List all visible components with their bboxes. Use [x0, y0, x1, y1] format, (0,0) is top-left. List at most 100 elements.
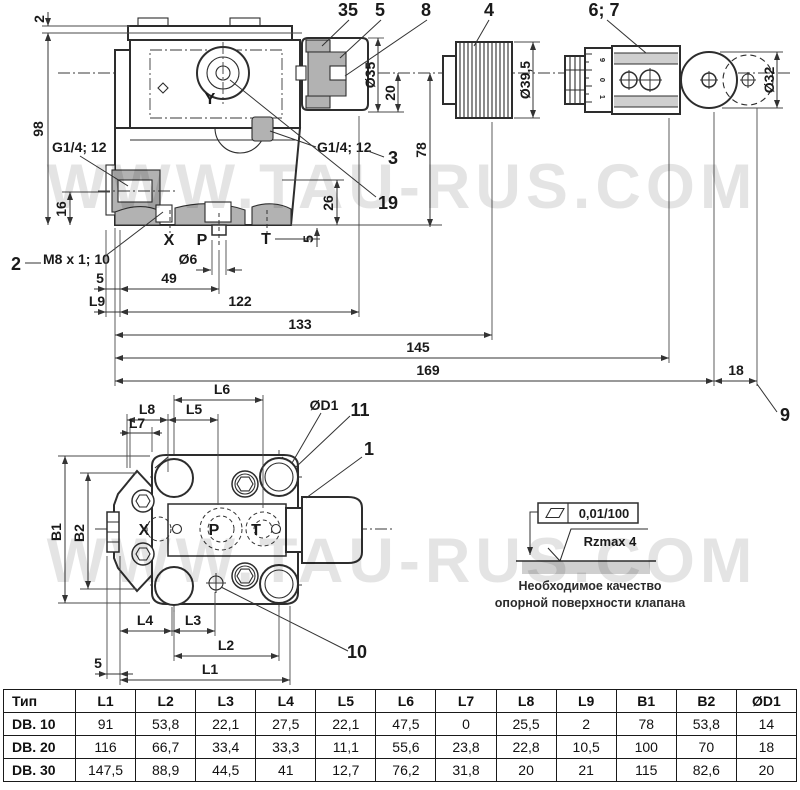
table-cell-type: DB. 10	[3, 712, 76, 736]
side-view-drawing: 9 0 1 2	[11, 0, 792, 425]
table-cell: 18	[735, 735, 798, 759]
dial-digit: 0	[598, 78, 607, 82]
item-callout-9: 9	[780, 405, 790, 425]
surface-note-caption-line2: опорной поверхности клапана	[495, 596, 686, 610]
dim-label-L9: L9	[89, 293, 106, 309]
dial-digit: 9	[598, 58, 607, 62]
table-cell: 47,5	[375, 712, 437, 736]
roughness-value: Rzmax 4	[584, 534, 638, 549]
table-cell: 116	[74, 735, 137, 759]
table-cell: 21	[555, 758, 617, 782]
port-label-t-top: T	[251, 522, 261, 539]
table-header-l9: L9	[555, 689, 617, 713]
port-label-y-side: Y	[205, 91, 216, 108]
dim-label-5-left: 5	[96, 270, 104, 286]
dim-label-L8: L8	[139, 401, 156, 417]
table-cell: 11,1	[315, 735, 377, 759]
table-header-type: Тип	[3, 689, 76, 713]
table-header-row: Тип L1 L2 L3 L4 L5 L6 L7 L8 L9 B1 B2 ØD1	[3, 689, 798, 713]
dim-label-78: 78	[413, 142, 429, 158]
table-cell: 27,5	[255, 712, 317, 736]
table-cell: 91	[74, 712, 137, 736]
table-header-l7: L7	[435, 689, 497, 713]
dim-label-145: 145	[406, 339, 430, 355]
roughness-icon	[547, 528, 648, 563]
table-cell-type: DB. 20	[3, 735, 76, 759]
table-cell: 88,9	[135, 758, 197, 782]
dim-label-dia35: Ø35	[362, 62, 378, 89]
watermark-top: WWW.TAU-RUS.COM	[47, 152, 758, 222]
port-label-x-top: X	[139, 522, 150, 539]
table-cell: 12,7	[315, 758, 377, 782]
table-cell: 33,4	[195, 735, 257, 759]
table-cell: 78	[615, 712, 677, 736]
table-cell: 31,8	[435, 758, 497, 782]
adjustment-knob: 9 0 1	[564, 45, 774, 115]
port-label-p-top: P	[209, 522, 220, 539]
table-cell: 22,1	[315, 712, 377, 736]
dim-label-18: 18	[728, 362, 744, 378]
table-cell: 33,3	[255, 735, 317, 759]
dim-label-B1: B1	[48, 523, 64, 541]
dim-label-dia395: Ø39,5	[517, 61, 533, 99]
dim-label-L6: L6	[214, 381, 231, 397]
table-header-l1: L1	[74, 689, 137, 713]
port-label-x-side: X	[164, 232, 175, 249]
table-cell: 44,5	[195, 758, 257, 782]
dim-label-20: 20	[382, 85, 398, 101]
dim-label-L7: L7	[129, 415, 146, 431]
table-cell: 23,8	[435, 735, 497, 759]
table-header-b2: B2	[675, 689, 737, 713]
valve-body-top: X P T	[106, 454, 363, 606]
table-header-l8: L8	[495, 689, 557, 713]
dimension-table: Тип L1 L2 L3 L4 L5 L6 L7 L8 L9 B1 B2 ØD1…	[3, 689, 798, 782]
knob-top-view	[301, 496, 363, 564]
item-callout-8: 8	[421, 0, 431, 20]
item-callout-10: 10	[347, 642, 367, 662]
dim-label-L3: L3	[185, 612, 202, 628]
table-cell: 82,6	[675, 758, 737, 782]
table-cell: 115	[615, 758, 677, 782]
table-cell: 22,8	[495, 735, 557, 759]
watermark-bottom: WWW.TAU-RUS.COM	[47, 526, 758, 596]
dim-label-5-t: 5	[300, 235, 316, 243]
table-cell: 76,2	[375, 758, 437, 782]
table-cell: 53,8	[675, 712, 737, 736]
table-cell: 20	[735, 758, 798, 782]
dim-label-L5: L5	[186, 401, 203, 417]
port-label-t-side: T	[261, 231, 271, 248]
table-header-l4: L4	[255, 689, 317, 713]
dim-label-26: 26	[320, 195, 336, 211]
knurled-cap	[442, 41, 513, 119]
table-cell: 66,7	[135, 735, 197, 759]
table-header-b1: B1	[615, 689, 677, 713]
surface-note-caption-line1: Необходимое качество	[518, 579, 661, 593]
flatness-tolerance-value: 0,01/100	[579, 506, 630, 521]
table-header-l3: L3	[195, 689, 257, 713]
dim-label-dia6: Ø6	[179, 251, 198, 267]
table-cell: 25,5	[495, 712, 557, 736]
table-cell: 14	[735, 712, 798, 736]
table-cell: 20	[495, 758, 557, 782]
table-row-db10: DB. 10 91 53,8 22,1 27,5 22,1 47,5 0 25,…	[3, 712, 798, 736]
port-label-p-side: P	[197, 232, 208, 249]
table-cell-type: DB. 30	[3, 758, 76, 782]
table-cell: 22,1	[195, 712, 257, 736]
dim-label-L4: L4	[137, 612, 154, 628]
item-callout-19: 19	[378, 193, 398, 213]
dim-label-diaD1: ØD1	[310, 397, 339, 413]
dim-label-98: 98	[30, 121, 46, 137]
table-header-l2: L2	[135, 689, 197, 713]
item-callout-1: 1	[364, 439, 374, 459]
item-callout-5: 5	[375, 0, 385, 20]
table-header-l6: L6	[375, 689, 437, 713]
dial-digit: 1	[598, 95, 607, 99]
table-cell: 0	[435, 712, 497, 736]
dim-label-49: 49	[161, 270, 177, 286]
valve-body-side	[98, 17, 302, 248]
top-view-dimensions: ØD1 11 1 10 L6 L8 L5 L7	[48, 381, 374, 685]
dim-label-5-top-view: 5	[94, 655, 102, 671]
surface-quality-note: 0,01/100 Rzmax 4 Необходимое качество оп…	[495, 502, 686, 610]
item-callout-35: 35	[338, 0, 358, 20]
m8-mounting-hole	[155, 204, 173, 223]
